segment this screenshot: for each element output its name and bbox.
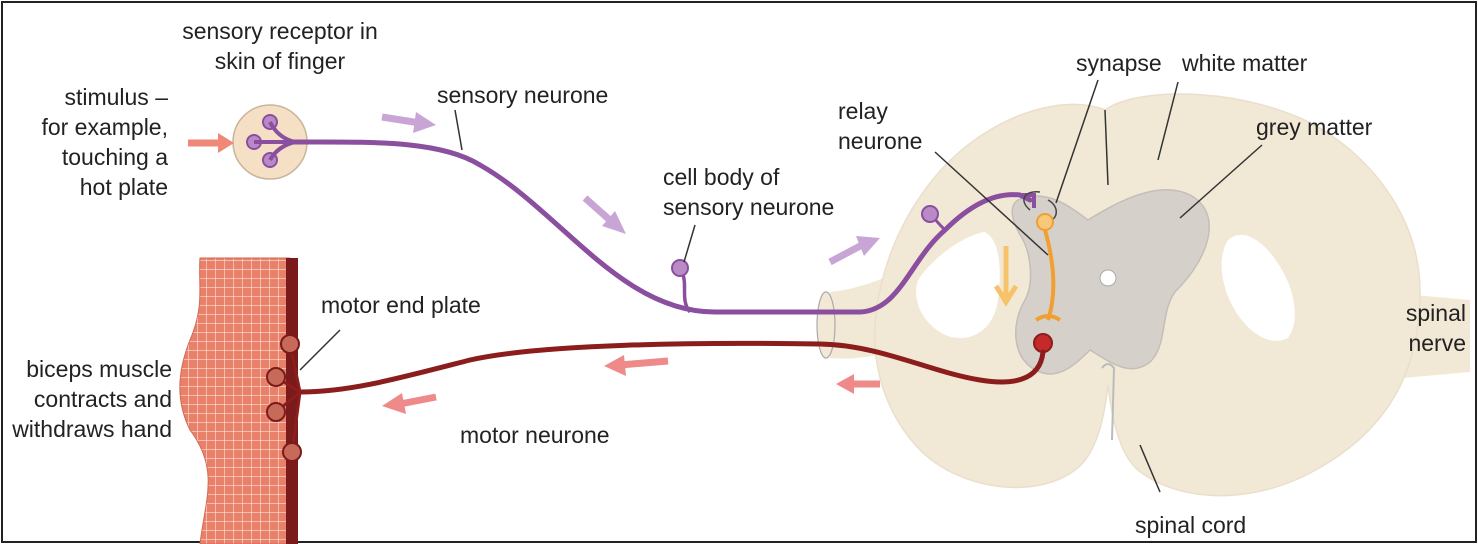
relay-cell-body xyxy=(1037,214,1053,230)
stimulus-arrow xyxy=(188,133,234,153)
motor-end-plate-label: motor end plate xyxy=(321,290,481,320)
biceps-label: biceps muscle contracts and withdraws ha… xyxy=(0,354,172,444)
spinal-nerve-label: spinal nerve xyxy=(1386,298,1466,358)
biceps-muscle xyxy=(180,258,298,544)
receptor-label: sensory receptor in skin of finger xyxy=(160,16,400,76)
relay-neurone-label: relay neurone xyxy=(838,96,922,156)
motor-cell-body xyxy=(1034,334,1052,352)
stimulus-label: stimulus – for example, touching a hot p… xyxy=(18,82,168,202)
muscle-fibres xyxy=(180,258,290,544)
sensory-ganglion-body xyxy=(922,206,938,222)
white-matter-label: white matter xyxy=(1182,48,1307,78)
cell-body-label: cell body of sensory neurone xyxy=(663,162,834,222)
synapse-label: synapse xyxy=(1076,48,1162,78)
motor-neurone-label: motor neurone xyxy=(460,420,610,450)
sensory-neurone-label: sensory neurone xyxy=(437,80,608,110)
grey-matter-label: grey matter xyxy=(1256,112,1372,142)
sensory-cell-body xyxy=(672,260,688,276)
central-canal xyxy=(1100,270,1116,286)
nerve-tube-opening xyxy=(817,292,835,358)
spinal-cord-label: spinal cord xyxy=(1135,510,1246,540)
